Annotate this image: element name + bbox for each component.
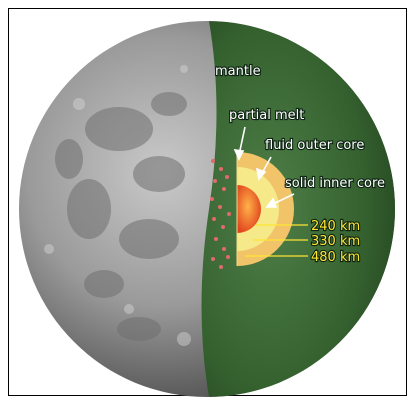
label-partial-melt: partial melt — [229, 108, 304, 123]
depth-label-480: 480 km — [311, 250, 360, 265]
core-layers — [236, 152, 294, 266]
moon-interior-diagram: mantle partial melt fluid outer core sol… — [19, 21, 395, 397]
label-fluid-outer-core: fluid outer core — [265, 138, 364, 153]
mantle-cutaway — [201, 21, 395, 397]
depth-leader-lines — [245, 224, 308, 257]
solid-inner-core-layer — [237, 185, 261, 233]
figure-frame: mantle partial melt fluid outer core sol… — [8, 8, 407, 397]
depth-label-240: 240 km — [311, 219, 360, 234]
partial-melt-dots — [210, 159, 231, 269]
pointer-arrows — [233, 126, 295, 208]
label-solid-inner-core: solid inner core — [285, 176, 385, 191]
depth-label-330: 330 km — [311, 234, 360, 249]
label-mantle: mantle — [215, 64, 261, 79]
